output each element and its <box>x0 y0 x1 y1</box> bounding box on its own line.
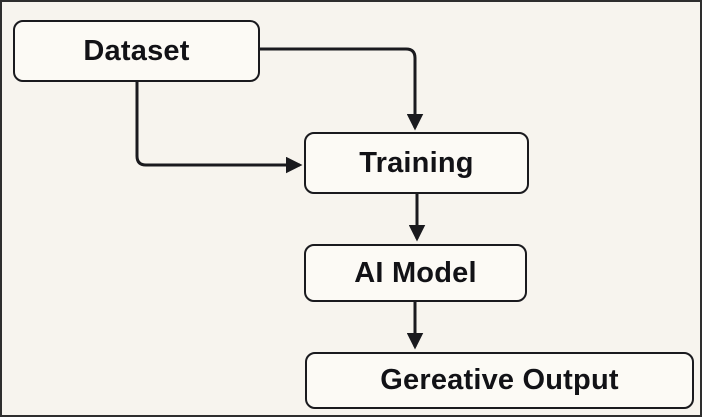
node-training-label: Training <box>359 146 474 179</box>
edge-dataset-to-training-top <box>260 47 424 131</box>
node-training: Training <box>304 132 529 194</box>
edge-dataset-to-training-left <box>135 82 303 174</box>
node-dataset-label: Dataset <box>83 34 190 67</box>
node-ai-model: AI Model <box>304 244 527 302</box>
node-ai-model-label: AI Model <box>354 256 477 289</box>
node-generative-output-label: Gereative Output <box>380 364 619 396</box>
node-generative-output: Gereative Output <box>305 352 694 409</box>
node-dataset: Dataset <box>13 20 260 82</box>
